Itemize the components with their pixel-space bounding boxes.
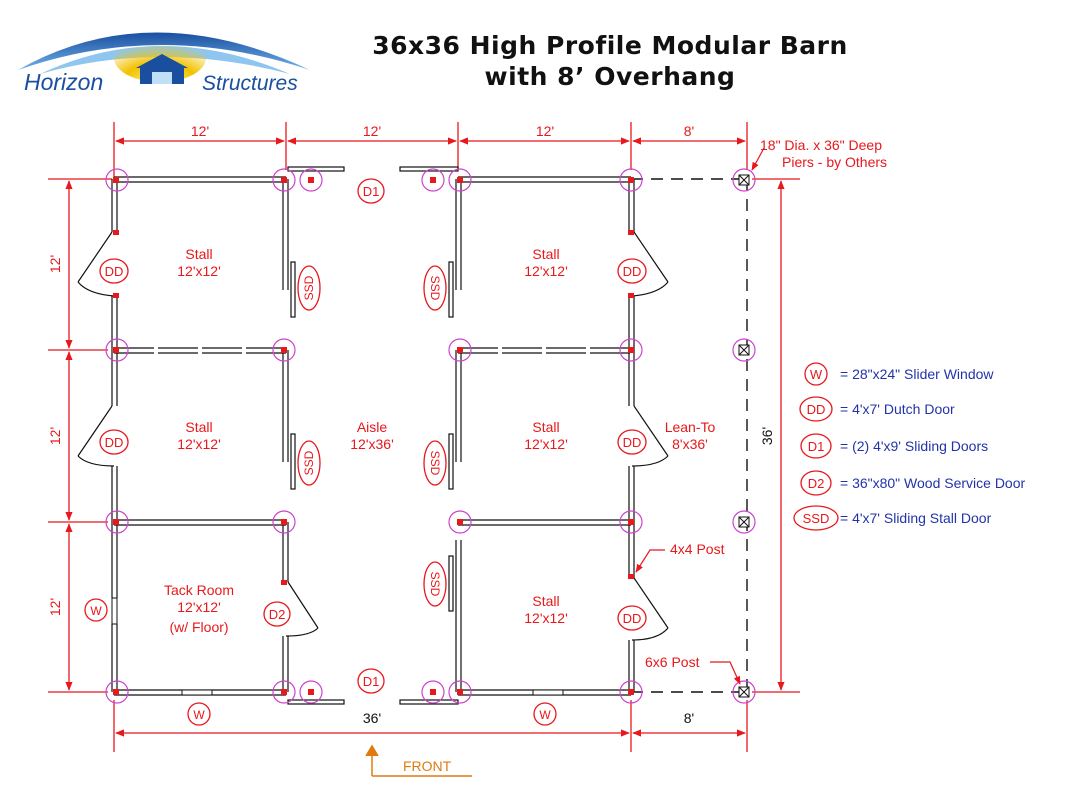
- tag-d1-bottom: D1: [363, 674, 380, 689]
- tag-w-bottom-right: W: [539, 708, 551, 722]
- stall-nw-name: Stall: [185, 246, 212, 262]
- door-tags: [84, 178, 647, 726]
- tag-d1-top: D1: [363, 184, 380, 199]
- dim-left-1: 12': [47, 255, 63, 273]
- tag-d2: D2: [269, 607, 286, 622]
- legend-symbol-d1: D1: [808, 439, 825, 454]
- dim-left-3: 12': [47, 598, 63, 616]
- lean-to-name: Lean-To: [665, 419, 716, 435]
- tack-room-name: Tack Room: [164, 582, 234, 598]
- logo-arc-inner: [40, 46, 290, 74]
- d1-top-left-panel: [287, 166, 345, 172]
- logo-barn-icon: [136, 54, 188, 84]
- tag-w-west: W: [90, 604, 102, 618]
- legend-symbol-dd: DD: [807, 402, 826, 417]
- room-labels: Stall 12'x12' Stall 12'x12' Stall 12'x12…: [164, 246, 716, 635]
- tag-w-bottom-left: W: [193, 708, 205, 722]
- tag-ssd-4: SSD: [428, 451, 442, 476]
- tag-ssd-1: SSD: [302, 275, 316, 300]
- legend: W DD D1 D2 SSD = 28"x24" Slider Window =…: [793, 362, 1026, 531]
- page-title: 36x36 High Profile Modular Barn with 8’ …: [330, 30, 890, 92]
- dim-top-3: 12': [536, 123, 554, 139]
- dimension-labels: 12' 12' 12' 8' 12' 12' 12' 36' 8' 36': [47, 123, 775, 726]
- legend-text-w: = 28"x24" Slider Window: [840, 366, 994, 382]
- dim-top-1: 12': [191, 123, 209, 139]
- window-bottom-left: [181, 689, 213, 696]
- stall-e-size: 12'x12': [524, 436, 568, 452]
- logo-text-right: Structures: [202, 72, 298, 95]
- posts: [105, 168, 756, 704]
- stall-e-name: Stall: [532, 419, 559, 435]
- tag-dd-3: DD: [623, 264, 642, 279]
- title-line-1: 36x36 High Profile Modular Barn: [372, 31, 848, 60]
- door-tag-labels: DD DD DD DD DD D1 D1 D2 W W W SSD SSD SS…: [90, 184, 641, 722]
- dim-top-4: 8': [684, 123, 694, 139]
- annotations: 18" Dia. x 36" Deep Piers - by Others 4x…: [645, 137, 887, 670]
- tag-ssd-2: SSD: [428, 276, 442, 301]
- windows: [111, 597, 564, 696]
- legend-text-d2: = 36"x80" Wood Service Door: [840, 475, 1026, 491]
- overhang-outline: [631, 178, 748, 693]
- window-west: [111, 597, 118, 625]
- legend-symbols: [793, 362, 839, 531]
- legend-text-dd: = 4'x7' Dutch Door: [840, 401, 955, 417]
- tag-dd-1: DD: [105, 264, 124, 279]
- tack-room-note: (w/ Floor): [169, 619, 228, 635]
- company-logo: Horizon Structures: [18, 32, 310, 95]
- legend-symbol-labels: W DD D1 D2 SSD: [803, 367, 830, 526]
- pier-markers: [738, 174, 750, 698]
- legend-symbol-ssd: SSD: [803, 511, 830, 526]
- logo-arc-outer: [18, 32, 310, 70]
- stall-ne-name: Stall: [532, 246, 559, 262]
- stall-w-name: Stall: [185, 419, 212, 435]
- legend-text-d1: = (2) 4'x9' Sliding Doors: [840, 438, 988, 454]
- piers-note-line2: Piers - by Others: [782, 154, 887, 170]
- stall-se-name: Stall: [532, 593, 559, 609]
- post-4x4-label: 4x4 Post: [670, 541, 725, 557]
- legend-text-ssd: = 4'x7' Sliding Stall Door: [840, 510, 992, 526]
- dim-right: 36': [759, 427, 775, 445]
- tag-ssd-5: SSD: [428, 572, 442, 597]
- tag-dd-5: DD: [623, 611, 642, 626]
- stall-nw-size: 12'x12': [177, 263, 221, 279]
- d1-bottom-right-panel: [399, 699, 459, 705]
- front-label: FRONT: [403, 758, 452, 774]
- front-indicator: [365, 744, 472, 777]
- dimension-lines: [48, 122, 800, 752]
- post-markers: [113, 177, 634, 695]
- dutch-doors: [77, 231, 669, 641]
- tag-dd-2: DD: [105, 435, 124, 450]
- stall-se-size: 12'x12': [524, 610, 568, 626]
- post-6x6-label: 6x6 Post: [645, 654, 700, 670]
- leader-lines: [635, 147, 765, 685]
- stall-w-size: 12'x12': [177, 436, 221, 452]
- dim-top-2: 12': [363, 123, 381, 139]
- aisle-size: 12'x36': [350, 436, 394, 452]
- tag-ssd-3: SSD: [302, 450, 316, 475]
- stall-ne-size: 12'x12': [524, 263, 568, 279]
- dim-left-2: 12': [47, 427, 63, 445]
- aisle-name: Aisle: [357, 419, 388, 435]
- walls: [111, 176, 635, 696]
- dim-bottom-overhang: 8': [684, 710, 694, 726]
- title-line-2: with 8’ Overhang: [484, 62, 736, 91]
- tag-dd-4: DD: [623, 435, 642, 450]
- legend-symbol-d2: D2: [808, 476, 825, 491]
- legend-texts: = 28"x24" Slider Window = 4'x7' Dutch Do…: [840, 366, 1026, 526]
- legend-symbol-w: W: [810, 367, 823, 382]
- tack-room-size: 12'x12': [177, 599, 221, 615]
- window-bottom-right: [532, 689, 564, 696]
- logo-text-left: Horizon: [24, 69, 103, 95]
- lean-to-size: 8'x36': [672, 436, 708, 452]
- dim-bottom-main: 36': [363, 710, 381, 726]
- piers-note-line1: 18" Dia. x 36" Deep: [760, 137, 882, 153]
- ssd-panels: [290, 261, 454, 612]
